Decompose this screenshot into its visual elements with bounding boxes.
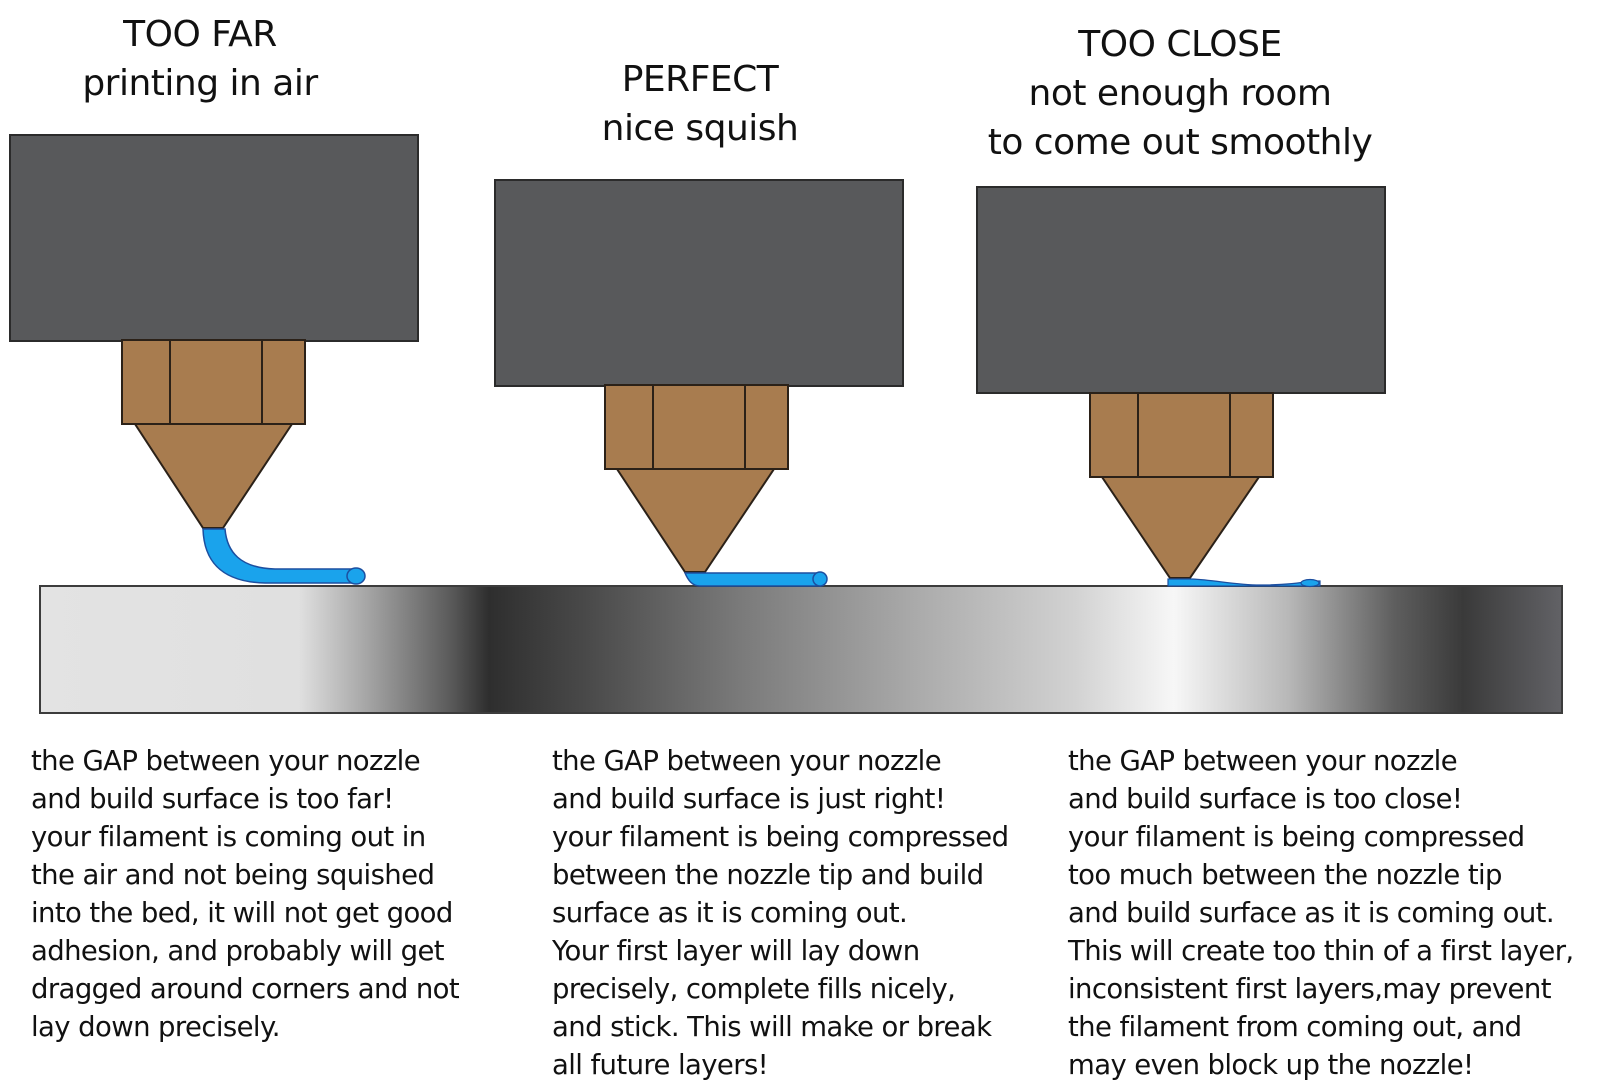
- description-too-close: the GAP between your nozzle and build su…: [1068, 742, 1574, 1084]
- description-line: into the bed, it will not get good: [31, 897, 453, 929]
- description-line: dragged around corners and not: [31, 973, 460, 1005]
- description-line: your filament is being compressed: [1068, 821, 1525, 853]
- filament-end: [1300, 578, 1320, 588]
- description-line: and build surface is too close!: [1068, 783, 1463, 815]
- description-line: inconsistent first layers,may prevent: [1068, 973, 1551, 1005]
- description-line: and build surface as it is coming out.: [1068, 897, 1555, 929]
- description-line: and build surface is just right!: [552, 783, 946, 815]
- heater-block: [976, 186, 1386, 394]
- description-line: too much between the nozzle tip: [1068, 859, 1503, 891]
- heater-block: [494, 179, 904, 387]
- heading-too-far: TOO FAR printing in air: [60, 10, 340, 108]
- description-line: may even block up the nozzle!: [1068, 1049, 1474, 1081]
- description-line: and stick. This will make or break: [552, 1011, 992, 1043]
- filament-strand: [1167, 578, 1321, 587]
- heading-title: TOO FAR: [123, 14, 277, 55]
- description-line: the filament from coming out, and: [1068, 1011, 1522, 1043]
- heading-too-close: TOO CLOSE not enough room to come out sm…: [960, 20, 1400, 167]
- description-too-far: the GAP between your nozzle and build su…: [31, 742, 460, 1046]
- heading-subtitle: nice squish: [601, 108, 799, 149]
- description-line: lay down precisely.: [31, 1011, 280, 1043]
- description-line: surface as it is coming out.: [552, 897, 908, 929]
- description-perfect: the GAP between your nozzle and build su…: [552, 742, 1009, 1084]
- nozzle-hex: [1089, 392, 1274, 478]
- description-line: the GAP between your nozzle: [552, 745, 942, 777]
- nozzle-cone: [615, 468, 776, 573]
- heater-block: [9, 134, 419, 342]
- build-bed: [39, 585, 1563, 714]
- heading-subtitle: printing in air: [82, 63, 318, 104]
- filament-strand: [683, 572, 821, 587]
- description-line: This will create too thin of a first lay…: [1068, 935, 1574, 967]
- nozzle-hex: [121, 339, 306, 425]
- description-line: the GAP between your nozzle: [1068, 745, 1458, 777]
- heading-subtitle: to come out smoothly: [987, 122, 1373, 163]
- hotend-too-close: [976, 186, 1386, 588]
- description-line: the air and not being squished: [31, 859, 435, 891]
- description-line: the GAP between your nozzle: [31, 745, 421, 777]
- description-line: precisely, complete fills nicely,: [552, 973, 956, 1005]
- hotend-too-far: [9, 134, 419, 585]
- heading-perfect: PERFECT nice squish: [560, 55, 840, 153]
- description-line: Your first layer will lay down: [552, 935, 920, 967]
- description-line: all future layers!: [552, 1049, 769, 1081]
- heading-title: TOO CLOSE: [1078, 24, 1282, 65]
- nozzle-cone: [133, 423, 294, 529]
- description-line: and build surface is too far!: [31, 783, 394, 815]
- description-line: adhesion, and probably will get: [31, 935, 445, 967]
- heading-subtitle: not enough room: [1028, 73, 1332, 114]
- description-line: between the nozzle tip and build: [552, 859, 984, 891]
- hotend-perfect: [494, 179, 904, 587]
- filament-end: [346, 567, 366, 585]
- heading-title: PERFECT: [621, 59, 779, 100]
- filament-end: [812, 571, 828, 587]
- description-line: your filament is coming out in: [31, 821, 426, 853]
- nozzle-hex: [604, 384, 789, 470]
- description-line: your filament is being compressed: [552, 821, 1009, 853]
- nozzle-cone: [1100, 476, 1261, 579]
- filament-strand: [202, 528, 357, 584]
